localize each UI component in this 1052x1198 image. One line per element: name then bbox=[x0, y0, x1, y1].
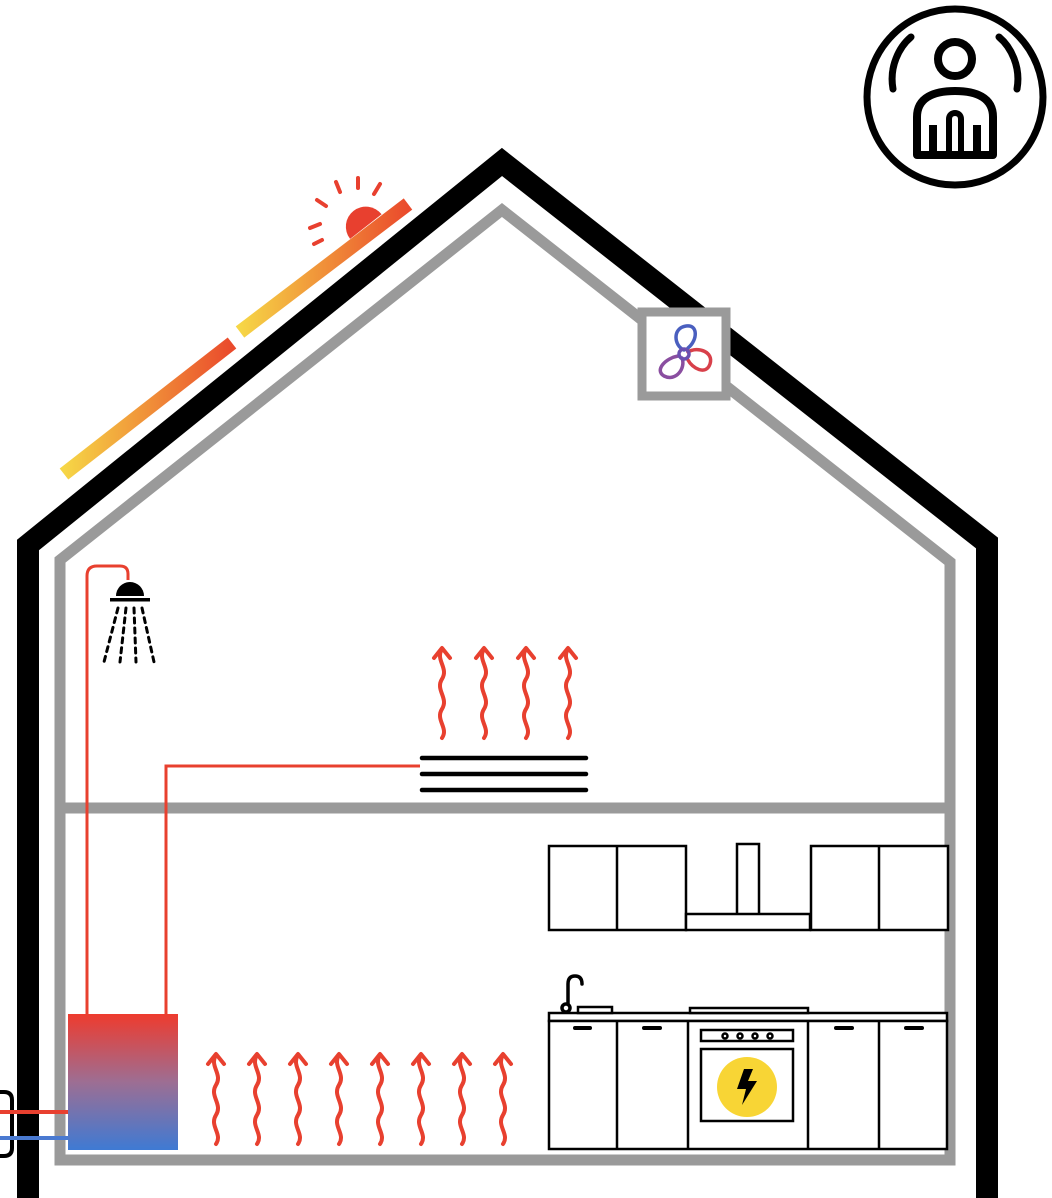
heat-wave bbox=[372, 1054, 388, 1144]
heat-wave bbox=[495, 1054, 511, 1144]
solar-panel-upper bbox=[235, 198, 413, 338]
floor-heating-pipe bbox=[164, 764, 420, 1016]
lightning-bolt-icon bbox=[717, 1057, 777, 1117]
solar-panels bbox=[59, 198, 413, 480]
ground-pipes bbox=[0, 1090, 68, 1158]
person-circle-icon[interactable] bbox=[863, 5, 1047, 189]
sun-icon bbox=[308, 176, 382, 246]
shower-pipe bbox=[85, 564, 130, 1016]
range-hood bbox=[684, 842, 812, 932]
kitchen-upper-cabinets bbox=[547, 844, 950, 932]
shower-icon bbox=[102, 582, 156, 664]
heat-wave bbox=[516, 646, 536, 740]
floor-heating-panel bbox=[419, 755, 589, 793]
heat-wave bbox=[454, 1054, 470, 1144]
heat-wave bbox=[413, 1054, 429, 1144]
countertop bbox=[547, 1005, 949, 1023]
outer-wall bbox=[17, 147, 998, 1198]
heat-wave bbox=[249, 1054, 265, 1144]
heat-wave bbox=[558, 646, 578, 740]
heat-wave bbox=[290, 1054, 306, 1144]
heat-wave bbox=[331, 1054, 347, 1144]
fan-icon bbox=[637, 307, 731, 401]
heat-wave bbox=[432, 646, 452, 740]
water-tank bbox=[68, 1014, 178, 1150]
solar-panel-lower bbox=[59, 337, 237, 480]
heat-wave bbox=[474, 646, 494, 740]
heat-waves-downstairs bbox=[208, 1054, 511, 1144]
heat-wave bbox=[208, 1054, 224, 1144]
heat-waves-upstairs bbox=[432, 646, 578, 740]
